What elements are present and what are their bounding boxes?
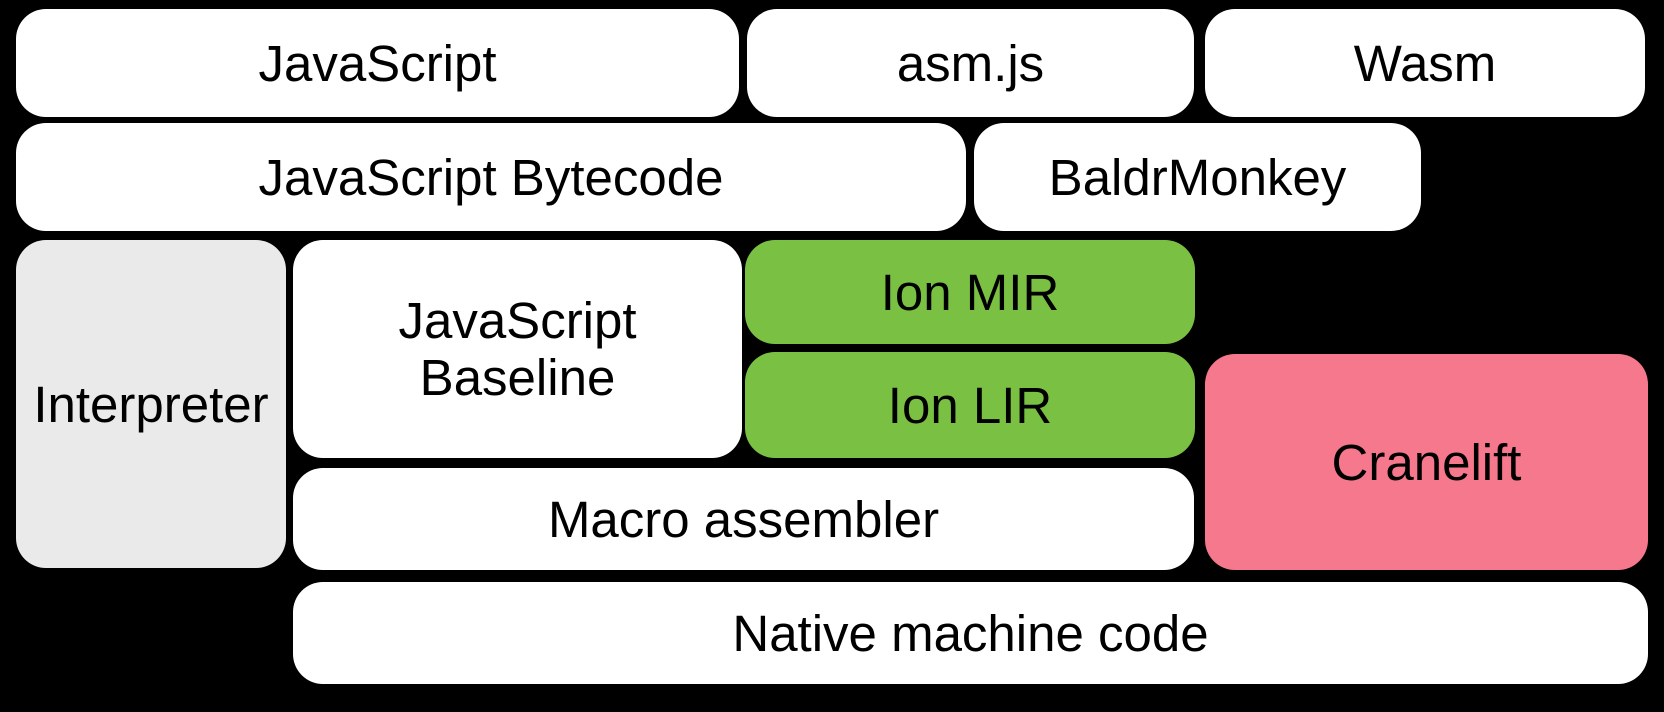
- box-javascript-baseline-label-line1: JavaScript: [398, 292, 637, 349]
- box-macro-assembler: Macro assembler: [293, 468, 1194, 570]
- box-baldrmonkey-label: BaldrMonkey: [1048, 148, 1347, 206]
- box-wasm: Wasm: [1205, 9, 1645, 117]
- box-interpreter: Interpreter: [16, 240, 286, 568]
- box-javascript-bytecode-label: JavaScript Bytecode: [258, 148, 724, 206]
- box-macro-assembler-label: Macro assembler: [547, 490, 940, 548]
- box-ion-lir: Ion LIR: [745, 352, 1195, 458]
- box-javascript: JavaScript: [16, 9, 739, 117]
- box-baldrmonkey: BaldrMonkey: [974, 123, 1421, 231]
- box-javascript-bytecode: JavaScript Bytecode: [16, 123, 966, 231]
- box-ion-mir: Ion MIR: [745, 240, 1195, 344]
- box-native-machine-code: Native machine code: [293, 582, 1648, 684]
- box-native-machine-code-label: Native machine code: [732, 604, 1209, 662]
- box-cranelift: Cranelift: [1205, 354, 1648, 570]
- box-javascript-baseline: JavaScript Baseline: [293, 240, 742, 458]
- box-javascript-label: JavaScript: [258, 34, 497, 92]
- box-cranelift-label: Cranelift: [1331, 433, 1522, 491]
- box-asmjs: asm.js: [747, 9, 1194, 117]
- box-ion-lir-label: Ion LIR: [887, 376, 1053, 434]
- box-javascript-baseline-label-line2: Baseline: [419, 349, 616, 406]
- box-interpreter-label: Interpreter: [33, 375, 269, 433]
- box-asmjs-label: asm.js: [896, 34, 1045, 92]
- box-ion-mir-label: Ion MIR: [880, 263, 1060, 321]
- box-wasm-label: Wasm: [1353, 34, 1497, 92]
